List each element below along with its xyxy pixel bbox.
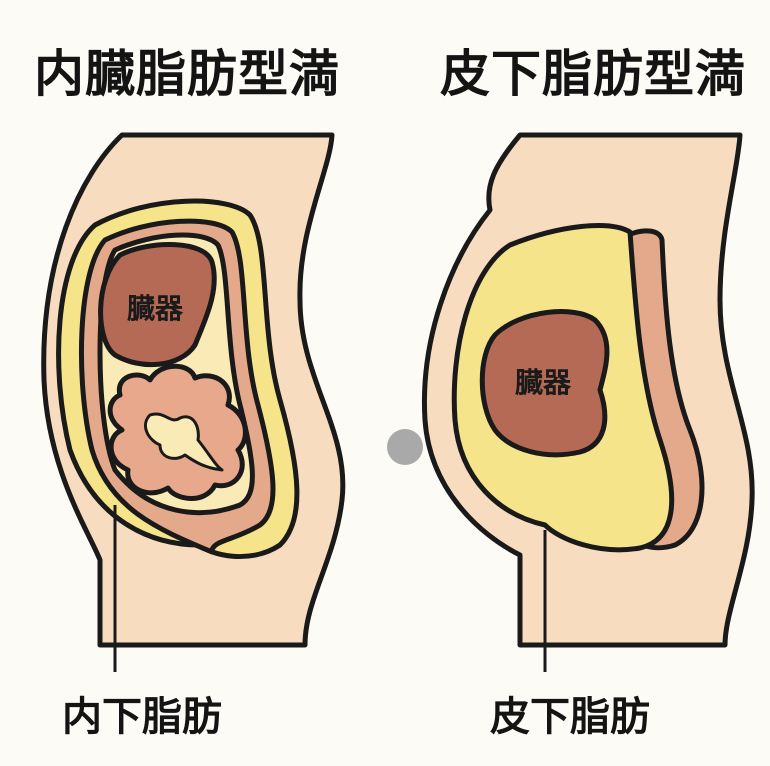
- left-title: 内臓脂肪型満: [34, 45, 340, 103]
- gray-dot: [387, 429, 423, 465]
- right-title: 皮下脂肪型満: [440, 45, 746, 103]
- right-bottom-label: 皮下脂肪: [490, 694, 650, 740]
- visceral-fat-figure: 臓器: [41, 132, 346, 648]
- right-organ-label: 臓器: [515, 366, 572, 399]
- left-organ-label: 臓器: [127, 292, 184, 325]
- left-intestine-lumen: [144, 412, 224, 472]
- right-organ: [479, 309, 610, 458]
- left-bottom-label: 内下脂肪: [62, 694, 222, 740]
- left-organ: [98, 242, 217, 368]
- subcutaneous-fat-figure: 臓器: [421, 132, 755, 648]
